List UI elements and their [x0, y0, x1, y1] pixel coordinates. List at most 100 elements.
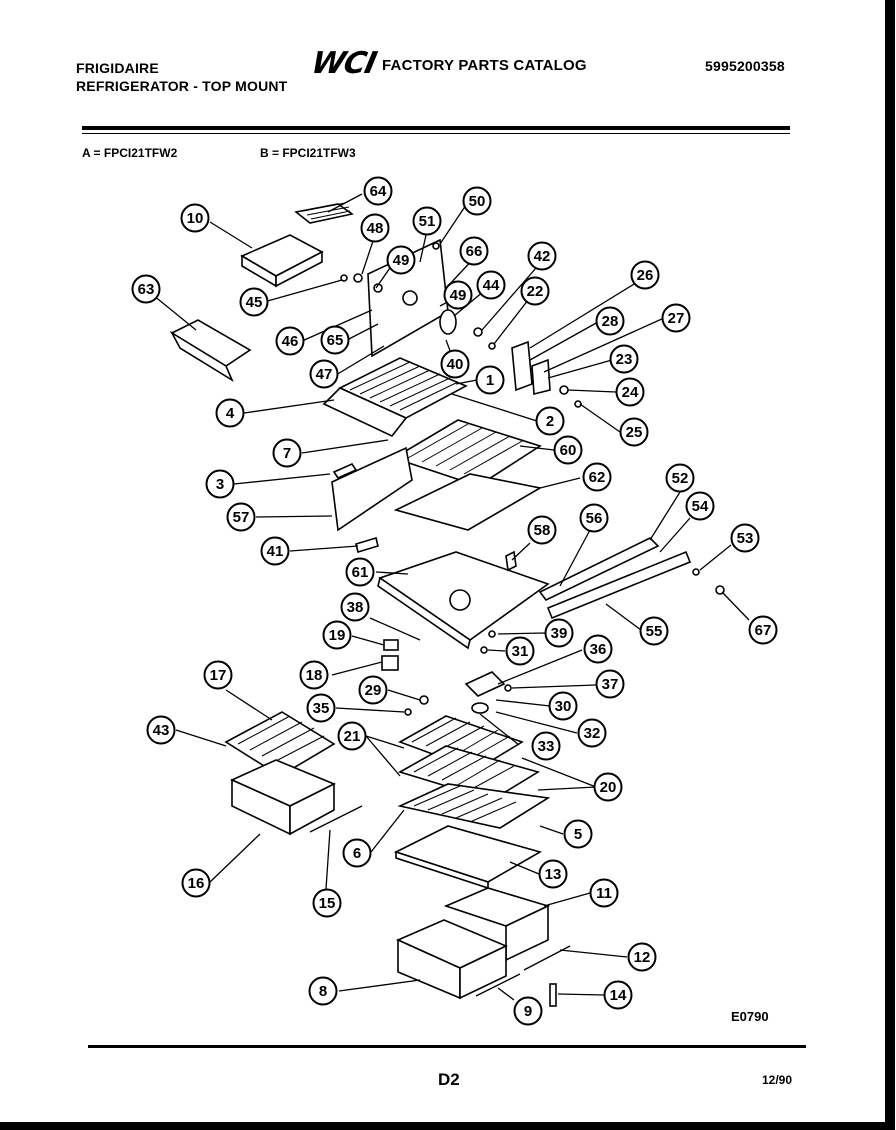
- part-44-motor: [439, 309, 457, 335]
- callout-circle: [513, 996, 543, 1026]
- callout-circle: [320, 325, 350, 355]
- callout-52: 52: [665, 463, 695, 493]
- callout-66: 66: [459, 236, 489, 266]
- part-14-pin: [549, 983, 557, 1007]
- callout-number: 56: [586, 510, 603, 527]
- callout-circle: [215, 398, 245, 428]
- callout-circle: [180, 203, 210, 233]
- part-60-shelf: [392, 419, 542, 487]
- callout-circle: [577, 718, 607, 748]
- callout-30: 30: [548, 691, 578, 721]
- callout-circle: [312, 888, 342, 918]
- callout-60: 60: [553, 435, 583, 465]
- callout-number: 17: [210, 667, 227, 684]
- callout-circle: [440, 349, 470, 379]
- callout-number: 24: [622, 384, 639, 401]
- callout-circle: [579, 503, 609, 533]
- part-6-shelf: [397, 783, 551, 829]
- callout-number: 30: [555, 698, 572, 715]
- callout-23: 23: [609, 344, 639, 374]
- callout-49: 49: [443, 280, 473, 310]
- callout-27: 27: [661, 303, 691, 333]
- callout-circle: [203, 660, 233, 690]
- part-48-clip: [353, 273, 363, 283]
- callout-67: 67: [748, 615, 778, 645]
- header-rule-thin: [82, 133, 790, 134]
- callout-number: 11: [596, 885, 612, 902]
- callout-circle: [308, 976, 338, 1006]
- callout-circle: [412, 206, 442, 236]
- callout-11: 11: [589, 878, 619, 908]
- callout-38: 38: [340, 592, 370, 622]
- callout-number: 49: [393, 252, 410, 269]
- part-56-strip: [538, 537, 660, 602]
- part-3-hinge: [332, 462, 358, 480]
- callout-circle: [272, 438, 302, 468]
- callout-number: 18: [306, 667, 323, 684]
- callout-circle: [309, 359, 339, 389]
- callout-5: 5: [563, 819, 593, 849]
- callout-45: 45: [239, 287, 269, 317]
- callout-number: 32: [584, 725, 601, 742]
- catalog-number: 5995200358: [705, 58, 785, 74]
- callout-57: 57: [226, 502, 256, 532]
- callout-number: 45: [246, 294, 263, 311]
- callout-circle: [360, 213, 390, 243]
- callout-circle: [239, 287, 269, 317]
- callout-circle: [538, 859, 568, 889]
- callout-54: 54: [685, 491, 715, 521]
- callout-number: 53: [737, 530, 754, 547]
- callout-44: 44: [476, 270, 506, 300]
- callout-number: 44: [483, 277, 500, 294]
- callout-32: 32: [577, 718, 607, 748]
- callout-4: 4: [215, 398, 245, 428]
- callout-43: 43: [146, 715, 176, 745]
- callout-46: 46: [275, 326, 305, 356]
- callout-circle: [563, 819, 593, 849]
- callout-42: 42: [527, 241, 557, 271]
- callout-41: 41: [260, 536, 290, 566]
- callout-47: 47: [309, 359, 339, 389]
- model-a-label: A = FPCI21TFW2: [82, 146, 178, 160]
- callout-circle: [593, 772, 623, 802]
- callout-circle: [520, 276, 550, 306]
- callout-circle: [337, 721, 367, 751]
- part-53-screw: [692, 568, 700, 576]
- callout-21: 21: [337, 721, 367, 751]
- callout-circle: [345, 557, 375, 587]
- callout-circle: [527, 241, 557, 271]
- callout-circle: [553, 435, 583, 465]
- callout-circle: [505, 636, 535, 666]
- callout-36: 36: [583, 634, 613, 664]
- callout-circle: [462, 186, 492, 216]
- callout-circle: [260, 536, 290, 566]
- callout-circle: [443, 280, 473, 310]
- revision-date: 12/90: [762, 1073, 793, 1087]
- callout-3: 3: [205, 469, 235, 499]
- callout-number: 6: [353, 845, 361, 862]
- callout-33: 33: [531, 731, 561, 761]
- callout-number: 12: [634, 949, 651, 966]
- callout-1: 1: [475, 365, 505, 395]
- callout-number: 26: [637, 267, 654, 284]
- callout-58: 58: [527, 515, 557, 545]
- callout-number: 41: [267, 543, 284, 560]
- part-13-glass: [393, 825, 543, 883]
- callout-number: 3: [216, 476, 224, 493]
- part-22-screw: [488, 342, 496, 350]
- callout-circle: [603, 980, 633, 1010]
- callout-number: 42: [534, 248, 551, 265]
- part-55-strip: [546, 550, 692, 620]
- callout-number: 40: [447, 356, 464, 373]
- callout-61: 61: [345, 557, 375, 587]
- callout-16: 16: [181, 868, 211, 898]
- callout-number: 49: [450, 287, 467, 304]
- callout-number: 63: [138, 281, 155, 298]
- callout-56: 56: [579, 503, 609, 533]
- callout-number: 36: [590, 641, 607, 658]
- callout-circle: [322, 620, 352, 650]
- callout-number: 16: [188, 875, 205, 892]
